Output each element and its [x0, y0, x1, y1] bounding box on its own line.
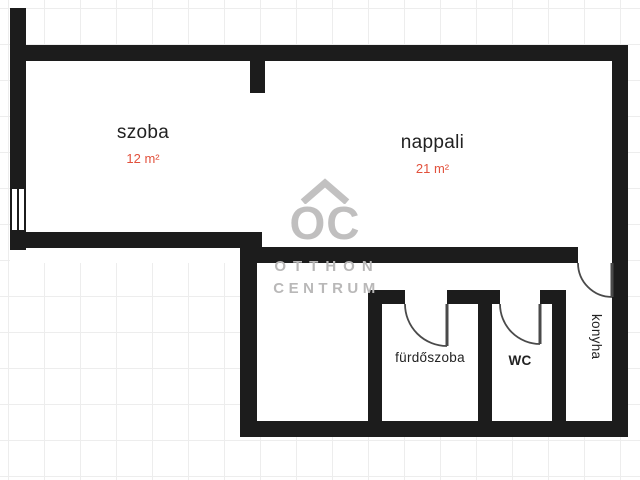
room-konyha: konyha — [589, 297, 604, 377]
watermark: OC OTTHON CENTRUM — [250, 178, 400, 297]
window-szoba — [10, 187, 26, 232]
wall-top-left-stub — [10, 8, 26, 49]
wall-furdoszoba-left — [368, 290, 382, 421]
upper-apartment-fill — [10, 45, 628, 263]
brand-line1: OTTHON — [274, 258, 380, 275]
wall-nappali-bottom — [240, 247, 578, 263]
wall-furdoszoba-wc — [478, 290, 492, 421]
room-szoba-label: szoba — [116, 122, 170, 143]
wall-bath-top-seg2 — [447, 290, 500, 304]
window-pane-line — [17, 189, 19, 230]
wall-bottom — [240, 421, 628, 437]
room-szoba: szoba 12 m² — [78, 122, 208, 166]
room-wc-label: WC — [508, 353, 532, 368]
wall-wc-konyha — [552, 290, 566, 421]
room-furdoszoba-label: fürdőszoba — [395, 350, 465, 365]
room-furdoszoba: fürdőszoba — [384, 350, 476, 365]
wall-divider-stub — [250, 61, 265, 93]
wall-lower-left — [240, 250, 257, 437]
wall-szoba-bottom — [10, 232, 262, 248]
room-nappali-label: nappali — [400, 132, 465, 153]
logo-text: OC — [289, 197, 361, 249]
room-nappali: nappali 21 m² — [375, 132, 490, 176]
wall-left-upper — [10, 45, 26, 187]
room-konyha-label: konyha — [589, 314, 604, 360]
wall-right — [612, 45, 628, 437]
room-wc: WC — [498, 353, 542, 368]
room-nappali-area: 21 m² — [415, 161, 450, 176]
brand-line2: CENTRUM — [273, 280, 380, 297]
wall-top — [10, 45, 628, 61]
room-szoba-area: 12 m² — [126, 151, 160, 166]
logo-roof-icon — [300, 178, 350, 204]
